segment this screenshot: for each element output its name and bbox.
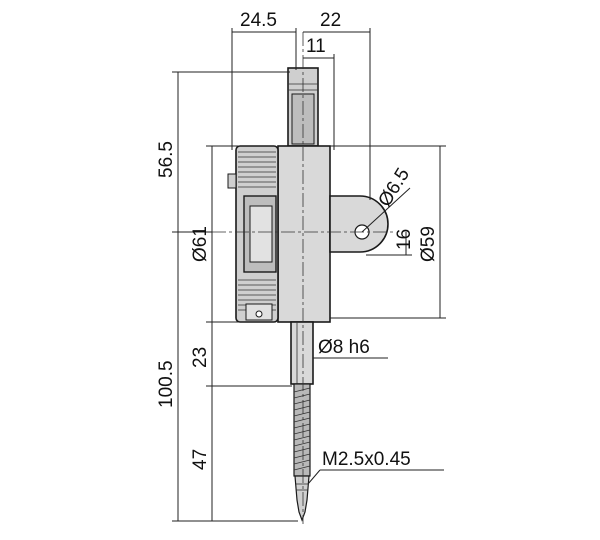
indicator-body: [227, 67, 389, 522]
contact-thread: [293, 383, 311, 477]
dimension-lines: [177, 31, 444, 521]
dim-dial-diameter: Ø61: [190, 226, 211, 262]
dim-dial-height-upper: 56.5: [156, 141, 177, 178]
dim-stem-diameter: Ø8 h6: [318, 337, 370, 358]
dim-stem-length: 23: [190, 347, 211, 368]
extension-lines: [172, 28, 446, 522]
dim-thread: M2.5x0.45: [322, 449, 411, 470]
contact-point: [294, 475, 310, 522]
dim-top-inner-width: 11: [306, 36, 326, 57]
stem: [290, 321, 314, 385]
dim-lug-offset: 16: [394, 229, 415, 250]
dim-contact-length: 47: [190, 449, 211, 470]
dim-overall-lower-height: 100.5: [156, 360, 177, 408]
center-lines: [212, 32, 396, 524]
dim-lug-hole: Ø6.5: [374, 165, 414, 211]
mounting-lug: [329, 195, 389, 253]
dim-top-left-width: 24.5: [240, 10, 277, 31]
dim-body-diameter: Ø59: [418, 226, 439, 262]
main-body: [277, 145, 331, 323]
dim-top-right-width: 22: [320, 10, 341, 31]
